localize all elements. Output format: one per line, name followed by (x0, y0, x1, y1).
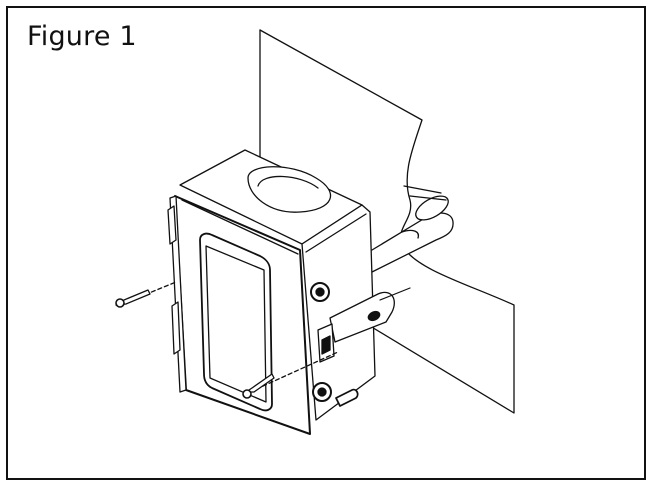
screw-left (116, 282, 176, 307)
mount-guide-line (380, 288, 410, 300)
enclosure-body (180, 150, 394, 420)
screw-right (243, 352, 338, 398)
enclosure-cover (168, 196, 310, 434)
probe-tube (372, 186, 453, 272)
figure-label: Figure 1 (27, 21, 137, 52)
